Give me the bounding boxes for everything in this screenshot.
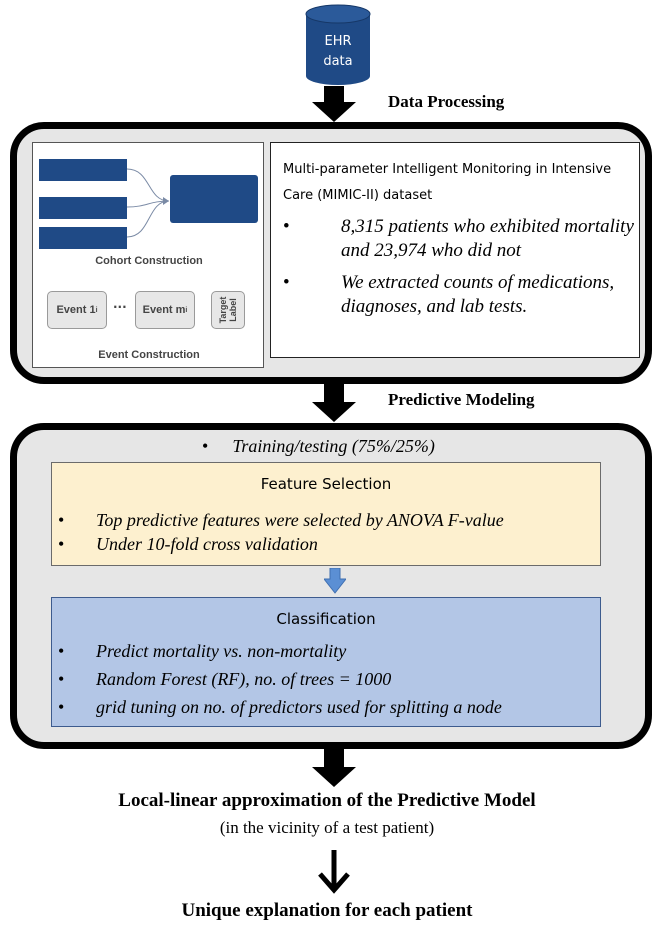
- down-arrow-icon: [312, 86, 356, 122]
- predictive-modeling-label: Predictive Modeling: [388, 390, 535, 409]
- bullet-dot: •: [58, 510, 65, 530]
- feature-bullet-text: Top predictive features were selected by…: [96, 510, 504, 530]
- mimic-bullet-text: We extracted counts of medications, diag…: [341, 272, 615, 317]
- classification-bullet-text: grid tuning on no. of predictors used fo…: [96, 697, 502, 717]
- feature-bullet-text: Under 10-fold cross validation: [96, 534, 318, 554]
- event-m-label: Event m: [142, 304, 186, 316]
- mimic-bullet-text: 8,315 patients who exhibited mortality a…: [341, 216, 634, 261]
- event-ellipsis: ...: [113, 297, 127, 311]
- mimic-panel: Multi-parameter Intelligent Monitoring i…: [270, 142, 640, 358]
- bullet-dot: •: [283, 272, 290, 293]
- cohort-result-box: [170, 175, 258, 223]
- bullet-dot: •: [283, 216, 290, 237]
- classification-box: Classification • Predict mortality vs. n…: [51, 597, 601, 727]
- bullet-dot: •: [58, 697, 65, 717]
- down-arrow-icon: [312, 384, 356, 422]
- vicinity-text: (in the vicinity of a test patient): [219, 818, 435, 837]
- local-linear-title: Local-linear approximation of the Predic…: [118, 790, 536, 811]
- down-arrow-icon: [312, 749, 356, 787]
- classification-bullet-text: Predict mortality vs. non-mortality: [96, 641, 347, 661]
- feature-selection-box: Feature Selection • Top predictive featu…: [51, 462, 601, 566]
- bullet-dot: •: [202, 436, 209, 456]
- ehr-label-line2: data: [323, 54, 353, 69]
- target-label-box: Target Label: [211, 291, 245, 329]
- event-construction-label: Event Construction: [98, 349, 200, 361]
- cohort-stripe: [39, 159, 127, 181]
- cohort-stripe: [39, 227, 127, 249]
- mimic-title: Multi-parameter Intelligent Monitoring i…: [283, 162, 612, 203]
- small-down-arrow-icon: [324, 568, 346, 594]
- cohort-stripe: [39, 197, 127, 219]
- classification-bullet-text: Random Forest (RF), no. of trees = 1000: [96, 669, 392, 689]
- cohort-construction-label: Cohort Construction: [95, 255, 203, 267]
- bullet-dot: •: [58, 669, 65, 689]
- thin-down-arrow-icon: [318, 850, 350, 894]
- event-m-sub: i: [185, 306, 188, 314]
- training-line: • Training/testing (75%/25%): [202, 436, 435, 457]
- event-1-sub: i: [95, 306, 98, 314]
- target-label-text: Target Label: [218, 296, 238, 324]
- unique-explanation-text: Unique explanation for each patient: [181, 900, 473, 921]
- ehr-label-line1: EHR: [324, 34, 352, 49]
- database-icon: [305, 4, 371, 85]
- training-text: Training/testing (75%/25%): [232, 436, 435, 456]
- classification-title: Classification: [276, 610, 376, 628]
- feature-selection-title: Feature Selection: [260, 475, 392, 493]
- ehr-data-cylinder: EHR data: [305, 4, 371, 86]
- event-1-label: Event 1: [56, 304, 96, 316]
- data-processing-label: Data Processing: [388, 92, 505, 111]
- bullet-dot: •: [58, 534, 65, 554]
- bullet-dot: •: [58, 641, 65, 661]
- connector-lines: [127, 168, 170, 238]
